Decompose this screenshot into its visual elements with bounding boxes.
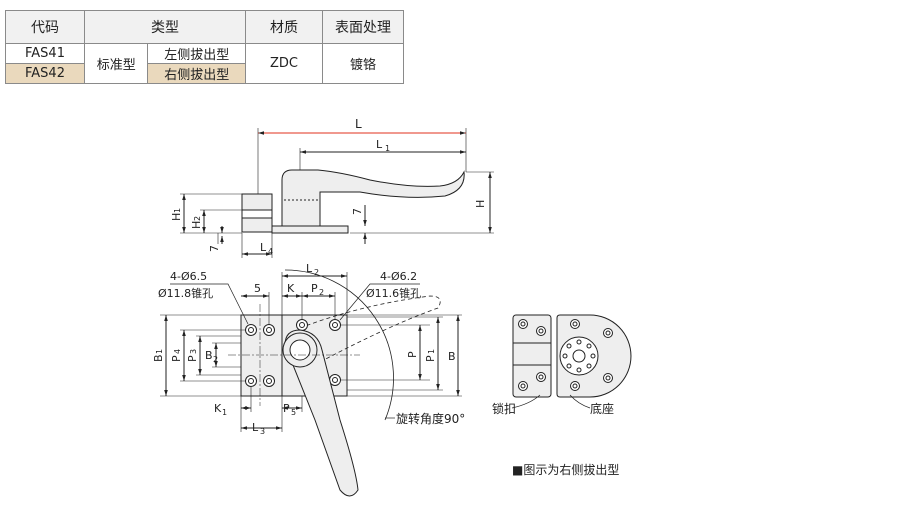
- note-label: ■图示为右侧拔出型: [512, 462, 619, 477]
- component-view: [511, 314, 632, 409]
- dim-P2-label: P: [311, 282, 318, 295]
- dim-B1-sub: 1: [155, 349, 164, 354]
- top-view-labels: L 2 5 K P 2 4-Ø6.5 Ø11.8锥孔 4-Ø6.2 Ø11.6锥…: [152, 262, 465, 436]
- dim-B2-sub: 2: [213, 355, 218, 364]
- side-base-plate: [271, 225, 349, 234]
- hole-left-spec-2: Ø11.8锥孔: [158, 287, 213, 300]
- cell-code-fas41: FAS41: [5, 43, 85, 64]
- cell-type-right: 右侧拔出型: [147, 63, 246, 84]
- dim-7-right-label: 7: [351, 208, 364, 215]
- side-lever: [281, 169, 465, 227]
- dim-L1-label: L: [376, 138, 383, 151]
- lever-hub-bore: [289, 339, 311, 361]
- dim-B-label: B: [448, 350, 456, 363]
- side-view-labels: L L 1 H H 1 H 2 7 7 L 4: [170, 117, 487, 256]
- dim-L3-sub: 3: [260, 427, 265, 436]
- spec-table: 代码 类型 材质 表面处理 FAS41 标准型 左侧拔出型 ZDC 镀铬 FAS…: [5, 10, 404, 84]
- rotation-label: 旋转角度90°: [396, 411, 465, 426]
- header-surface: 表面处理: [322, 10, 404, 44]
- dim-K1-sub: 1: [222, 408, 227, 417]
- lock-label: 锁扣: [492, 401, 516, 416]
- side-view: [180, 128, 494, 258]
- lever-rotated-outline: [299, 295, 441, 363]
- dim-L4-label: L: [260, 241, 267, 254]
- hole-right-spec-1: 4-Ø6.2: [380, 270, 417, 283]
- dim-L-label: L: [355, 117, 362, 131]
- dim-5-label: 5: [254, 282, 261, 295]
- dim-P-label: P: [406, 351, 419, 358]
- component-labels: 锁扣 底座 ■图示为右侧拔出型: [492, 401, 619, 477]
- dim-P3-label: P: [186, 355, 199, 362]
- dim-H2-sub: 2: [193, 216, 202, 221]
- dim-L2-sub: 2: [314, 268, 319, 277]
- hole-right-spec-2: Ø11.6锥孔: [366, 287, 421, 300]
- dim-L1-sub: 1: [385, 144, 390, 153]
- dim-H1-sub: 1: [173, 208, 182, 213]
- dim-P2-sub: 2: [319, 288, 324, 297]
- dim-P5-sub: 5: [291, 408, 296, 417]
- cell-code-fas42: FAS42: [5, 63, 85, 84]
- dim-P5-label: P: [283, 402, 290, 415]
- cell-type-standard: 标准型: [83, 43, 149, 84]
- top-view: [160, 269, 462, 497]
- base-ring-holes: [562, 339, 596, 373]
- header-code: 代码: [5, 10, 85, 44]
- cell-surface: 镀铬: [322, 43, 404, 84]
- dim-K1-label: K: [214, 402, 222, 415]
- dim-H2-label: H: [190, 221, 203, 229]
- base-label: 底座: [590, 401, 614, 416]
- dim-P4-label: P: [170, 355, 183, 362]
- dim-H-label: H: [474, 200, 487, 208]
- dim-P1-sub: 1: [427, 349, 436, 354]
- dim-7-left-label: 7: [208, 245, 221, 252]
- rotation-arc: [284, 269, 394, 421]
- dim-B1-label: B: [152, 354, 165, 362]
- top-lever: [284, 329, 359, 497]
- dim-K-label: K: [287, 282, 295, 295]
- dim-H1-label: H: [170, 213, 183, 221]
- cell-material: ZDC: [245, 43, 323, 84]
- dim-P3-sub: 3: [189, 349, 198, 354]
- hole-left-spec-1: 4-Ø6.5: [170, 270, 207, 283]
- dim-L3-label: L: [252, 421, 259, 434]
- dim-P1-label: P: [424, 355, 437, 362]
- left-holes: [245, 324, 275, 387]
- dim-L4-sub: 4: [268, 247, 273, 256]
- dim-B2-label: B: [205, 349, 213, 362]
- dim-P4-sub: 4: [173, 349, 182, 354]
- dim-L2-label: L: [306, 262, 313, 275]
